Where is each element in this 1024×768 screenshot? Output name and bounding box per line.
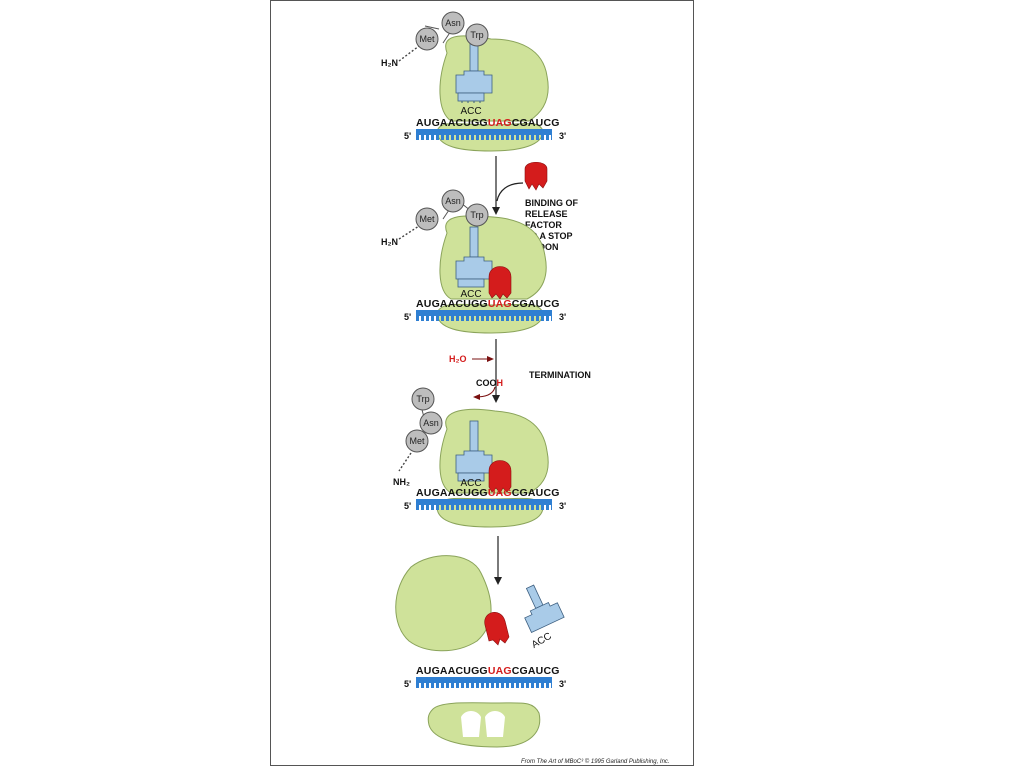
anticodon-label: ACC bbox=[530, 631, 554, 651]
three-prime-label: 3' bbox=[559, 501, 566, 511]
small-subunit-cavity bbox=[461, 711, 481, 737]
mrna-strand bbox=[416, 499, 552, 510]
amino-terminus-label: NH₂ bbox=[393, 477, 410, 487]
translation-termination-diagram: Met Asn Trp H₂N ACC AUGAACUGGUAGCGAUCG 5… bbox=[381, 11, 670, 765]
three-prime-label: 3' bbox=[559, 312, 566, 322]
amino-acid-asn: Asn bbox=[441, 11, 465, 35]
termination-caption: TERMINATION bbox=[529, 370, 591, 380]
trp-label: Trp bbox=[470, 210, 483, 220]
carboxyl-label: COOH bbox=[476, 378, 503, 388]
figure-panel: Met Asn Trp H₂N ACC AUGAACUGGUAGCGAUCG 5… bbox=[270, 0, 694, 766]
peptide-dashed-bond bbox=[398, 225, 420, 240]
mrna-strand bbox=[416, 677, 552, 688]
five-prime-label: 5' bbox=[404, 131, 411, 141]
mrna-sequence: AUGAACUGGUAGCGAUCG bbox=[416, 298, 560, 310]
amino-terminus-label: H₂N bbox=[381, 58, 398, 68]
amino-acid-trp: Trp bbox=[465, 23, 489, 47]
peptide-bond bbox=[424, 25, 440, 30]
mrna-sequence: AUGAACUGGUAGCGAUCG bbox=[416, 665, 560, 677]
small-subunit-cavity bbox=[485, 711, 505, 737]
three-prime-label: 3' bbox=[559, 131, 566, 141]
binding-caption-line-4: TO A STOP bbox=[525, 231, 573, 241]
peptide-dashed-bond bbox=[398, 452, 412, 472]
trna bbox=[455, 40, 493, 103]
trna bbox=[455, 226, 493, 288]
five-prime-label: 5' bbox=[404, 501, 411, 511]
mrna-sequence: AUGAACUGGUAGCGAUCG bbox=[416, 117, 560, 129]
ribosome-small-subunit-free bbox=[427, 702, 541, 748]
amino-acid-asn: Asn bbox=[441, 189, 465, 213]
binding-caption-line-2: RELEASE bbox=[525, 209, 568, 219]
amino-acid-met: Met bbox=[415, 207, 439, 231]
anticodon-label: ACC bbox=[460, 478, 481, 489]
trp-label: Trp bbox=[416, 394, 429, 404]
asn-label: Asn bbox=[445, 196, 461, 206]
binding-caption-line-3: FACTOR bbox=[525, 220, 562, 230]
mrna-sequence: AUGAACUGGUAGCGAUCG bbox=[416, 487, 560, 499]
anticodon-label: ACC bbox=[460, 289, 481, 300]
three-prime-label: 3' bbox=[559, 679, 566, 689]
water-label: H₂O bbox=[449, 354, 467, 364]
mrna-strand bbox=[416, 310, 552, 321]
asn-label: Asn bbox=[445, 18, 461, 28]
release-factor-free bbox=[484, 612, 510, 646]
stage-termination: Trp Asn Met NH₂ ACC AUGAACUGGUAGCGAUCG 5… bbox=[393, 387, 566, 528]
amino-acid-met: Met bbox=[405, 429, 429, 453]
release-factor-bound bbox=[488, 460, 512, 494]
amino-acid-trp: Trp bbox=[465, 203, 489, 227]
peptide-dashed-bond bbox=[398, 45, 420, 62]
release-factor-entry-arrow bbox=[496, 182, 524, 202]
step-termination: H₂O TERMINATION COOH bbox=[449, 339, 591, 403]
release-factor-bound bbox=[488, 266, 512, 300]
amino-terminus-label: H₂N bbox=[381, 237, 398, 247]
mrna-strand bbox=[416, 129, 552, 140]
met-label: Met bbox=[419, 214, 435, 224]
anticodon-label: ACC bbox=[460, 106, 481, 117]
stage-dissociation: ACC AUGAACUGGUAGCGAUCG 5' 3' bbox=[395, 555, 566, 748]
binding-caption-line-1: BINDING OF bbox=[525, 198, 579, 208]
ribosome-large-subunit-free bbox=[395, 555, 492, 652]
five-prime-label: 5' bbox=[404, 679, 411, 689]
stage-release-factor-bound: Met Asn Trp H₂N ACC AUGAACUGGUAGCGAUCG 5… bbox=[381, 189, 566, 334]
trp-label: Trp bbox=[470, 30, 483, 40]
met-label: Met bbox=[409, 436, 425, 446]
amino-acid-met: Met bbox=[415, 27, 439, 51]
amino-acid-trp: Trp bbox=[411, 387, 435, 411]
trna-free bbox=[524, 584, 565, 633]
stage-elongation: Met Asn Trp H₂N ACC AUGAACUGGUAGCGAUCG 5… bbox=[381, 11, 566, 152]
release-factor-free bbox=[524, 161, 548, 191]
amino-acid-asn: Asn bbox=[419, 411, 443, 435]
met-label: Met bbox=[419, 34, 435, 44]
asn-label: Asn bbox=[423, 418, 439, 428]
figure-credit: From The Art of MBoC³ © 1995 Garland Pub… bbox=[521, 758, 670, 765]
five-prime-label: 5' bbox=[404, 312, 411, 322]
trna bbox=[455, 420, 493, 482]
